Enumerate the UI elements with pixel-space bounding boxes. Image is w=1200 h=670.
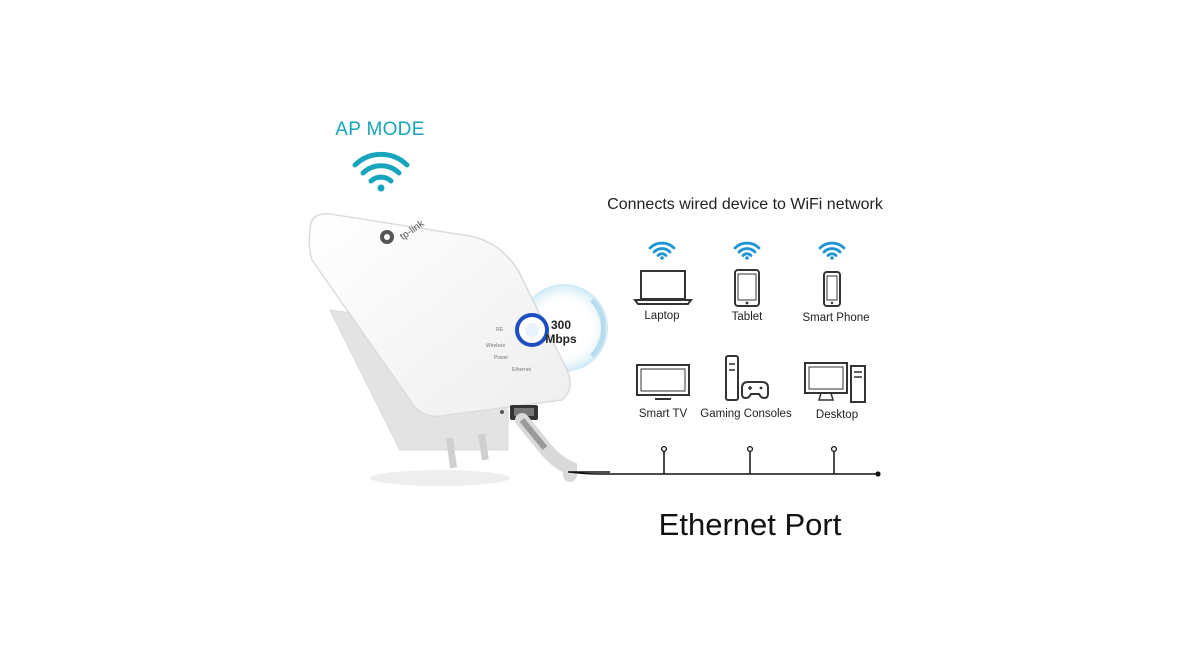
gaming-consoles-label: Gaming Consoles bbox=[700, 408, 792, 420]
led-label-ethernet: Ethernet bbox=[512, 367, 531, 373]
led-label-re: RE bbox=[496, 327, 503, 333]
wifi-icon bbox=[648, 241, 676, 260]
range-extender-device bbox=[270, 200, 610, 490]
ethernet-port-title: Ethernet Port bbox=[658, 507, 842, 542]
tablet-icon bbox=[734, 269, 760, 307]
desktop-label: Desktop bbox=[815, 409, 859, 421]
laptop-icon bbox=[633, 270, 693, 305]
speed-label: 300 Mbps bbox=[538, 318, 584, 346]
ethernet-bus-line bbox=[569, 445, 881, 477]
wifi-icon bbox=[818, 241, 846, 260]
smart-tv-label: Smart TV bbox=[638, 408, 688, 420]
smartphone-label: Smart Phone bbox=[802, 312, 870, 324]
wifi-icon bbox=[352, 150, 410, 192]
game-console-icon bbox=[725, 355, 769, 401]
speed-unit: Mbps bbox=[545, 332, 577, 346]
smartphone-icon bbox=[823, 271, 841, 307]
speed-value: 300 bbox=[550, 318, 572, 332]
desktop-icon bbox=[804, 362, 866, 403]
connects-heading: Connects wired device to WiFi network bbox=[607, 196, 883, 213]
ap-mode-title: AP MODE bbox=[335, 119, 425, 140]
led-label-power: Power bbox=[494, 355, 509, 361]
tablet-label: Tablet bbox=[731, 311, 763, 323]
wifi-icon bbox=[733, 241, 761, 260]
laptop-label: Laptop bbox=[644, 310, 680, 322]
led-label-wireless: Wireless bbox=[486, 343, 506, 349]
tv-icon bbox=[636, 364, 690, 400]
